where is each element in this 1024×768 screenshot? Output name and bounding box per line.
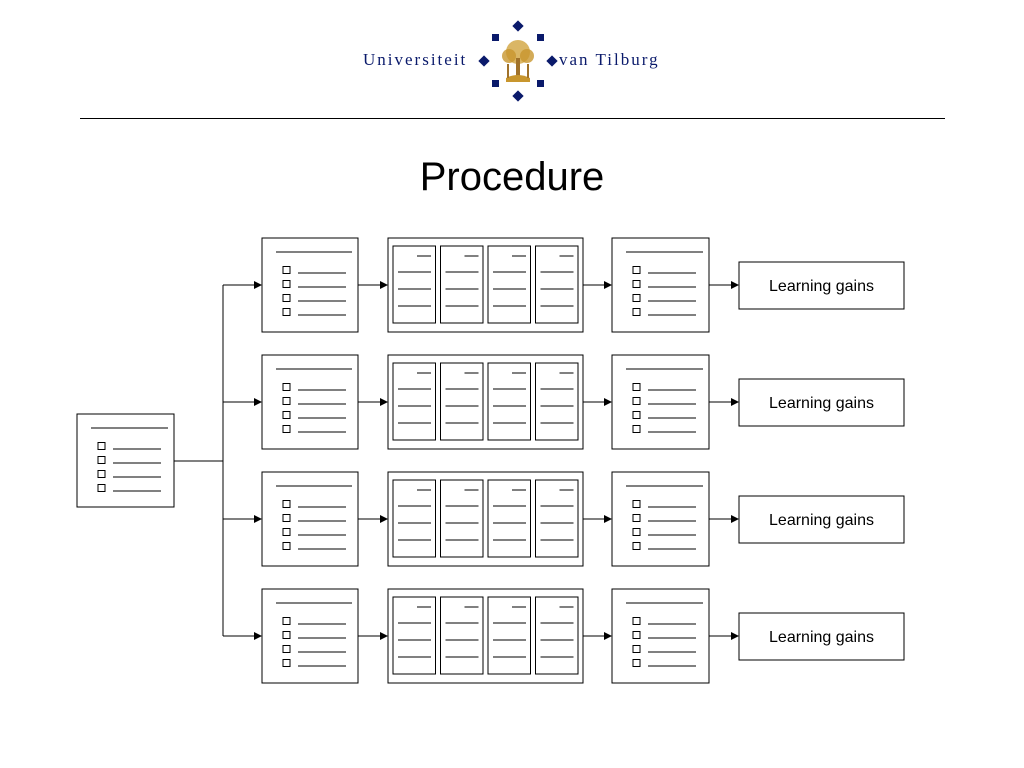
checkbox-icon <box>97 456 106 464</box>
checkbox-icon <box>282 631 291 639</box>
checkbox-icon <box>632 294 641 302</box>
learning-gains-label: Learning gains <box>769 512 874 529</box>
checkbox-icon <box>632 542 641 550</box>
lesson-page <box>440 596 484 675</box>
lesson-page <box>535 479 579 558</box>
checkbox-icon <box>632 500 641 508</box>
checkbox-icon <box>282 617 291 625</box>
post-checklist <box>611 237 710 333</box>
checkbox-icon <box>632 383 641 391</box>
learning-gains-box <box>738 495 905 544</box>
checkbox-icon <box>632 645 641 653</box>
checklist-frame <box>611 471 710 567</box>
learning-gains-label: Learning gains <box>769 395 874 412</box>
checkbox-icon <box>282 280 291 288</box>
institution-name-right: van Tilburg <box>559 50 660 69</box>
learning-gains-box <box>738 378 905 427</box>
page-title: Procedure <box>419 155 605 199</box>
checkbox-icon <box>632 514 641 522</box>
checkbox-icon <box>632 528 641 536</box>
checkbox-icon <box>282 542 291 550</box>
lesson-page <box>440 362 484 441</box>
checkbox-icon <box>282 425 291 433</box>
lesson-panel <box>387 588 584 684</box>
lesson-page <box>487 362 531 441</box>
checkbox-icon <box>632 308 641 316</box>
post-checklist <box>611 354 710 450</box>
checkbox-icon <box>632 617 641 625</box>
header: Universiteit van Tilburg <box>0 0 1024 110</box>
checkbox-icon <box>97 484 106 492</box>
checkbox-icon <box>282 294 291 302</box>
learning-gains-label: Learning gains <box>769 629 874 646</box>
checkbox-icon <box>282 528 291 536</box>
checkbox-icon <box>632 425 641 433</box>
checkbox-icon <box>282 411 291 419</box>
checklist-frame <box>261 588 359 684</box>
checkbox-icon <box>632 280 641 288</box>
lesson-page <box>392 362 436 441</box>
lesson-page <box>535 245 579 324</box>
post-checklist <box>611 471 710 567</box>
checkbox-icon <box>632 659 641 667</box>
pre-checklist <box>261 237 359 333</box>
checkbox-icon <box>282 500 291 508</box>
lesson-page <box>440 245 484 324</box>
lesson-page <box>487 596 531 675</box>
pre-checklist <box>261 354 359 450</box>
checkbox-icon <box>97 442 106 450</box>
lesson-panel <box>387 471 584 567</box>
checkbox-icon <box>282 514 291 522</box>
checkbox-icon <box>282 659 291 667</box>
lesson-page <box>392 245 436 324</box>
lesson-page <box>392 479 436 558</box>
learning-gains-box <box>738 612 905 661</box>
lesson-panel <box>387 354 584 450</box>
learning-gains-label: Learning gains <box>769 278 874 295</box>
checkbox-icon <box>632 397 641 405</box>
checklist-frame <box>261 354 359 450</box>
post-checklist <box>611 588 710 684</box>
checkbox-icon <box>282 308 291 316</box>
lesson-page <box>392 596 436 675</box>
checklist-frame <box>261 471 359 567</box>
checkbox-icon <box>97 470 106 478</box>
checkbox-icon <box>282 266 291 274</box>
header-divider <box>80 118 945 119</box>
institution-name-left: Universiteit <box>363 50 468 69</box>
lesson-panel <box>387 237 584 333</box>
lesson-page <box>535 362 579 441</box>
tree-seal-icon <box>478 20 558 102</box>
pre-checklist <box>261 471 359 567</box>
checkbox-icon <box>282 645 291 653</box>
checklist-frame <box>611 354 710 450</box>
pre-checklist <box>261 588 359 684</box>
checkbox-icon <box>282 383 291 391</box>
checkbox-icon <box>632 266 641 274</box>
lesson-page <box>535 596 579 675</box>
learning-gains-box <box>738 261 905 310</box>
checklist-frame <box>611 237 710 333</box>
lesson-page <box>487 479 531 558</box>
lesson-page <box>487 245 531 324</box>
checklist-frame <box>261 237 359 333</box>
checkbox-icon <box>282 397 291 405</box>
pretest-checklist <box>76 413 175 508</box>
checkbox-icon <box>632 411 641 419</box>
checkbox-icon <box>632 631 641 639</box>
lesson-page <box>440 479 484 558</box>
